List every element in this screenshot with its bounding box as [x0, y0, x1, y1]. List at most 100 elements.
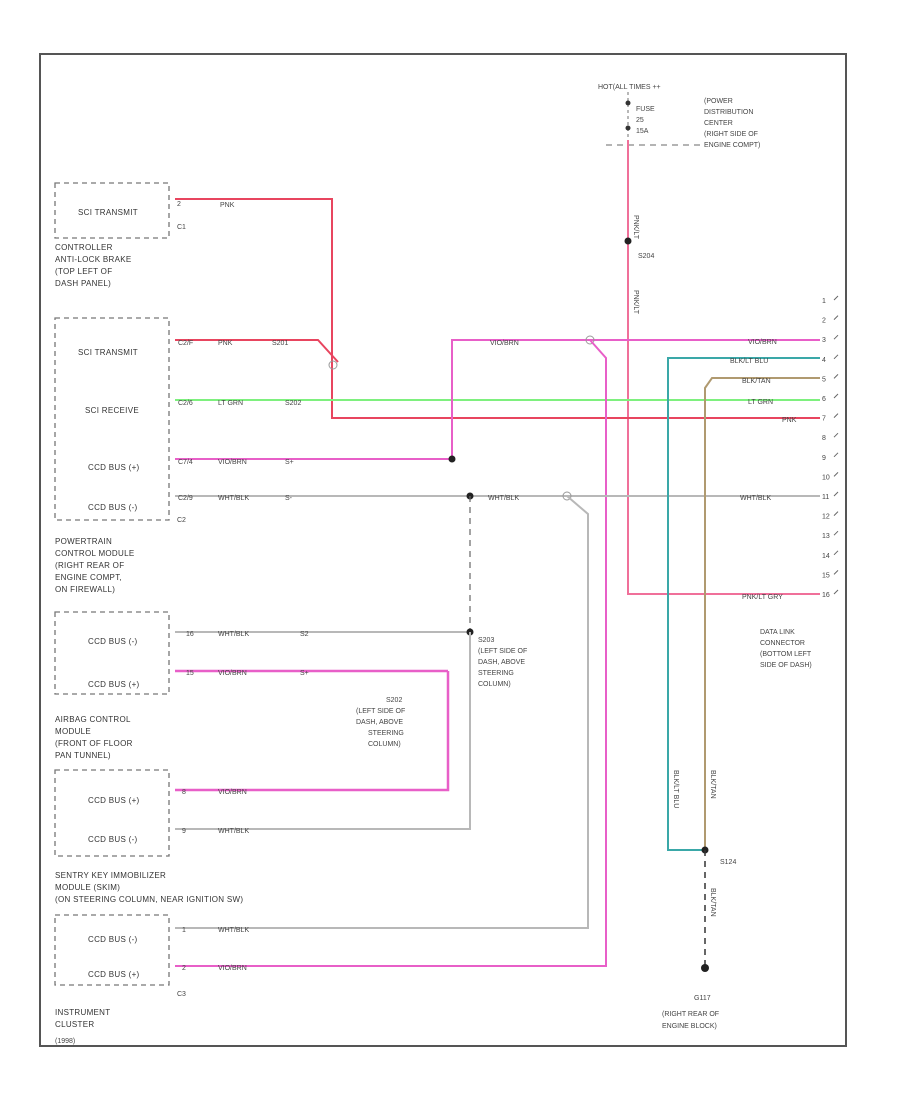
- dlc-pin-7: 7: [822, 416, 826, 423]
- splice-s202-label-5: COLUMN): [368, 741, 401, 748]
- splice-s124-label: S124: [720, 859, 736, 866]
- dlc-pin-tick-15: [833, 570, 839, 575]
- wire-blk-tan: [704, 377, 820, 850]
- skim-row1-color: VIO/BRN: [218, 789, 247, 796]
- splice-s203-label-5: COLUMN): [478, 681, 511, 688]
- splice-s203-label-2: (LEFT SIDE OF: [478, 648, 527, 655]
- dlc-pin-tick-16: [833, 589, 839, 595]
- dlc-pin-12: 12: [822, 514, 830, 521]
- pcm-row4-cav: C2/9: [178, 495, 193, 502]
- wire-wht-blk-to-skim: [175, 495, 589, 929]
- splice-s202-label-1: S202: [386, 697, 402, 704]
- splice-s202-label-3: DASH, ABOVE: [356, 719, 403, 726]
- wire-label-vio-brn-mid: VIO/BRN: [490, 340, 519, 347]
- wire-label-pnk-right: PNK: [782, 417, 797, 424]
- dlc-name-2: CONNECTOR: [760, 640, 805, 647]
- wire-pnk-pcm-sci-transmit: [175, 339, 339, 363]
- pcm-row1-color: PNK: [218, 340, 233, 347]
- fuse-number: 25: [636, 117, 644, 124]
- wire-label-blk-lt-blu-vertical: BLK/LT BLU: [672, 770, 679, 808]
- wire-vio-brn-bus-up: [451, 339, 590, 459]
- pcm-row3-splice: S+: [285, 459, 294, 466]
- fuse-terminal-top: [625, 100, 631, 106]
- dlc-pin-tick-1: [833, 295, 839, 301]
- pcm-row3-color: VIO/BRN: [218, 459, 247, 466]
- pcm-pin-sci-transmit: SCI TRANSMIT: [78, 348, 138, 357]
- ic-name-2: CLUSTER: [55, 1020, 94, 1029]
- acm-row1-color: WHT/BLK: [218, 631, 249, 638]
- pcm-box: [54, 317, 170, 521]
- pcm-row2-splice: S202: [285, 400, 301, 407]
- wire-label-lt-grn-right: LT GRN: [748, 399, 773, 406]
- acm-pin-ccd-minus: CCD BUS (-): [88, 637, 138, 646]
- wire-label-pnk-abs: PNK: [220, 202, 235, 209]
- ground-g117-dot: [701, 964, 709, 972]
- dlc-pin-tick-12: [833, 511, 839, 516]
- ic-box: [54, 914, 170, 986]
- ic-row2-cav: 2: [182, 965, 186, 972]
- splice-s204-dot: [624, 237, 632, 245]
- wire-label-pnk-lt-gry-right: PNK/LT GRY: [742, 594, 783, 601]
- dlc-pin-tick-10: [833, 472, 839, 477]
- dlc-pin-tick-4: [833, 354, 839, 360]
- dlc-pin-13: 13: [822, 533, 830, 540]
- splice-s203-label-1: S203: [478, 637, 494, 644]
- acm-row1-splice: S2: [300, 631, 309, 638]
- ic-pin-ccd-minus: CCD BUS (-): [88, 935, 138, 944]
- skim-row1-cav: 8: [182, 789, 186, 796]
- acm-pin-ccd-plus: CCD BUS (+): [88, 680, 140, 689]
- wire-jump-3: [562, 491, 572, 501]
- hot-at-all-times-label: HOT(ALL TIMES ++: [598, 84, 661, 91]
- wire-vio-brn-skim: [175, 671, 450, 792]
- ic-connector-c3: C3: [177, 991, 186, 998]
- abs-name-1: CONTROLLER: [55, 243, 113, 252]
- acm-row1-cav: 16: [186, 631, 194, 638]
- ic-pin-ccd-plus: CCD BUS (+): [88, 970, 140, 979]
- wire-wht-blk-skim: [175, 632, 471, 830]
- skim-pin-ccd-plus: CCD BUS (+): [88, 796, 140, 805]
- ground-desc-1: (RIGHT REAR OF: [662, 1011, 719, 1018]
- skim-row2-cav: 9: [182, 828, 186, 835]
- wire-label-blk-lt-blu: BLK/LT BLU: [730, 358, 768, 365]
- acm-row2-color: VIO/BRN: [218, 670, 247, 677]
- pcm-row1-cav: C2/F: [178, 340, 193, 347]
- skim-box: [54, 769, 170, 857]
- abs-sci-transmit-pin: SCI TRANSMIT: [78, 208, 138, 217]
- dlc-pin-tick-6: [833, 393, 839, 399]
- dlc-pin-10: 10: [822, 474, 830, 481]
- fuse-label: FUSE: [636, 106, 655, 113]
- pdc-label-2: DISTRIBUTION: [704, 109, 753, 116]
- abs-pin-number: 2: [177, 201, 181, 208]
- acm-name-3: (FRONT OF FLOOR: [55, 739, 133, 748]
- pcm-name-3: (RIGHT REAR OF: [55, 561, 124, 570]
- abs-name-4: DASH PANEL): [55, 279, 111, 288]
- wire-label-blk-tan-bottom: BLK/TAN: [709, 888, 716, 917]
- acm-name-1: AIRBAG CONTROL: [55, 715, 131, 724]
- dlc-pin-tick-2: [833, 315, 839, 320]
- acm-box: [54, 611, 170, 695]
- pcm-pin-ccd-plus: CCD BUS (+): [88, 463, 140, 472]
- dlc-pin-4: 4: [822, 357, 826, 364]
- splice-s202-label-2: (LEFT SIDE OF: [356, 708, 405, 715]
- wire-label-pnk-lt-1: PNK/LT: [632, 215, 639, 240]
- dlc-pin-1: 1: [822, 298, 826, 305]
- pdc-label-4: (RIGHT SIDE OF: [704, 131, 758, 138]
- skim-name-2: MODULE (SKIM): [55, 883, 120, 892]
- dlc-pin-14: 14: [822, 553, 830, 560]
- ic-row1-cav: 1: [182, 927, 186, 934]
- dlc-pin-3: 3: [822, 337, 826, 344]
- dlc-pin-2: 2: [822, 318, 826, 325]
- fuse-terminal-bottom: [625, 125, 631, 131]
- dlc-pin-tick-3: [833, 334, 839, 340]
- splice-s202-label-4: STEERING: [368, 730, 404, 737]
- wire-label-wht-blk-mid: WHT/BLK: [488, 495, 519, 502]
- wire-label-wht-blk-right: WHT/BLK: [740, 495, 771, 502]
- pcm-name-5: ON FIREWALL): [55, 585, 115, 594]
- pdc-label-3: CENTER: [704, 120, 733, 127]
- skim-name-3: (ON STEERING COLUMN, NEAR IGNITION SW): [55, 895, 243, 904]
- fuse-rating: 15A: [636, 128, 649, 135]
- dlc-pin-5: 5: [822, 376, 826, 383]
- dlc-pin-tick-8: [833, 432, 839, 438]
- skim-name-1: SENTRY KEY IMMOBILIZER: [55, 871, 166, 880]
